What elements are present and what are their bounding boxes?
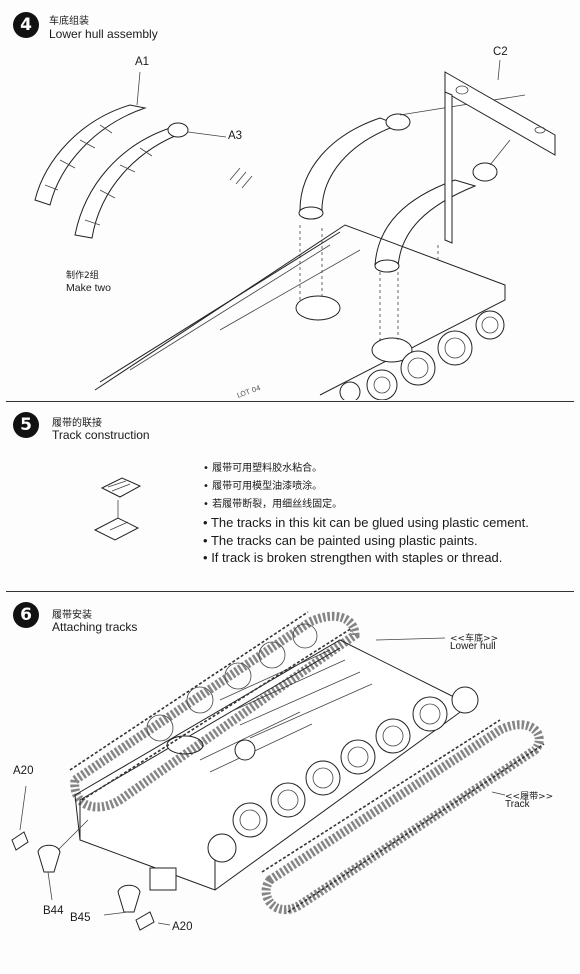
part-label-a3: A3 — [228, 130, 243, 142]
lower-hull-assembly-illustration: LOT 04 — [34, 59, 556, 400]
step-title-zh: 车底组装 — [49, 16, 89, 27]
track-note-en-3: • If track is broken strengthen with sta… — [203, 550, 503, 565]
part-label-b45: B45 — [70, 912, 91, 924]
part-label-a20: A20 — [13, 765, 34, 777]
section-divider — [6, 591, 574, 592]
step-title-en: Attaching tracks — [52, 620, 138, 634]
track-note-zh-2: • 履带可用模型油漆喷涂。 — [203, 481, 323, 492]
make-two-note-en: Make two — [66, 282, 111, 294]
track-callout-zh: <<履带>> — [505, 792, 554, 802]
part-label-a1: A1 — [135, 56, 150, 68]
step-number-badge: 6 — [13, 602, 39, 628]
lower-hull-callout-en: Lower hull — [450, 641, 496, 652]
track-note-en-2: • The tracks can be painted using plasti… — [203, 533, 478, 548]
part-label-a20: A20 — [172, 921, 193, 933]
step-number-badge: 5 — [13, 412, 39, 438]
step-title-en: Track construction — [52, 428, 150, 442]
section-divider — [6, 401, 574, 402]
track-note-zh-3: • 若履带断裂，用细丝线固定。 — [203, 499, 343, 510]
track-callout-en: Track — [505, 799, 530, 810]
part-label-b44: B44 — [43, 905, 64, 917]
make-two-note-zh: 制作2组 — [66, 271, 99, 281]
step-number-badge: 4 — [13, 12, 39, 38]
lower-hull-callout-zh: <<车底>> — [450, 634, 499, 644]
track-note-zh-1: • 履带可用塑料胶水粘合。 — [203, 463, 323, 474]
track-note-en-1: • The tracks in this kit can be glued us… — [203, 515, 529, 530]
part-label-c2: C2 — [493, 46, 508, 58]
step-title-en: Lower hull assembly — [49, 27, 158, 41]
step-title-zh: 履带安装 — [52, 610, 92, 621]
step-title-zh: 履带的联接 — [52, 418, 102, 429]
